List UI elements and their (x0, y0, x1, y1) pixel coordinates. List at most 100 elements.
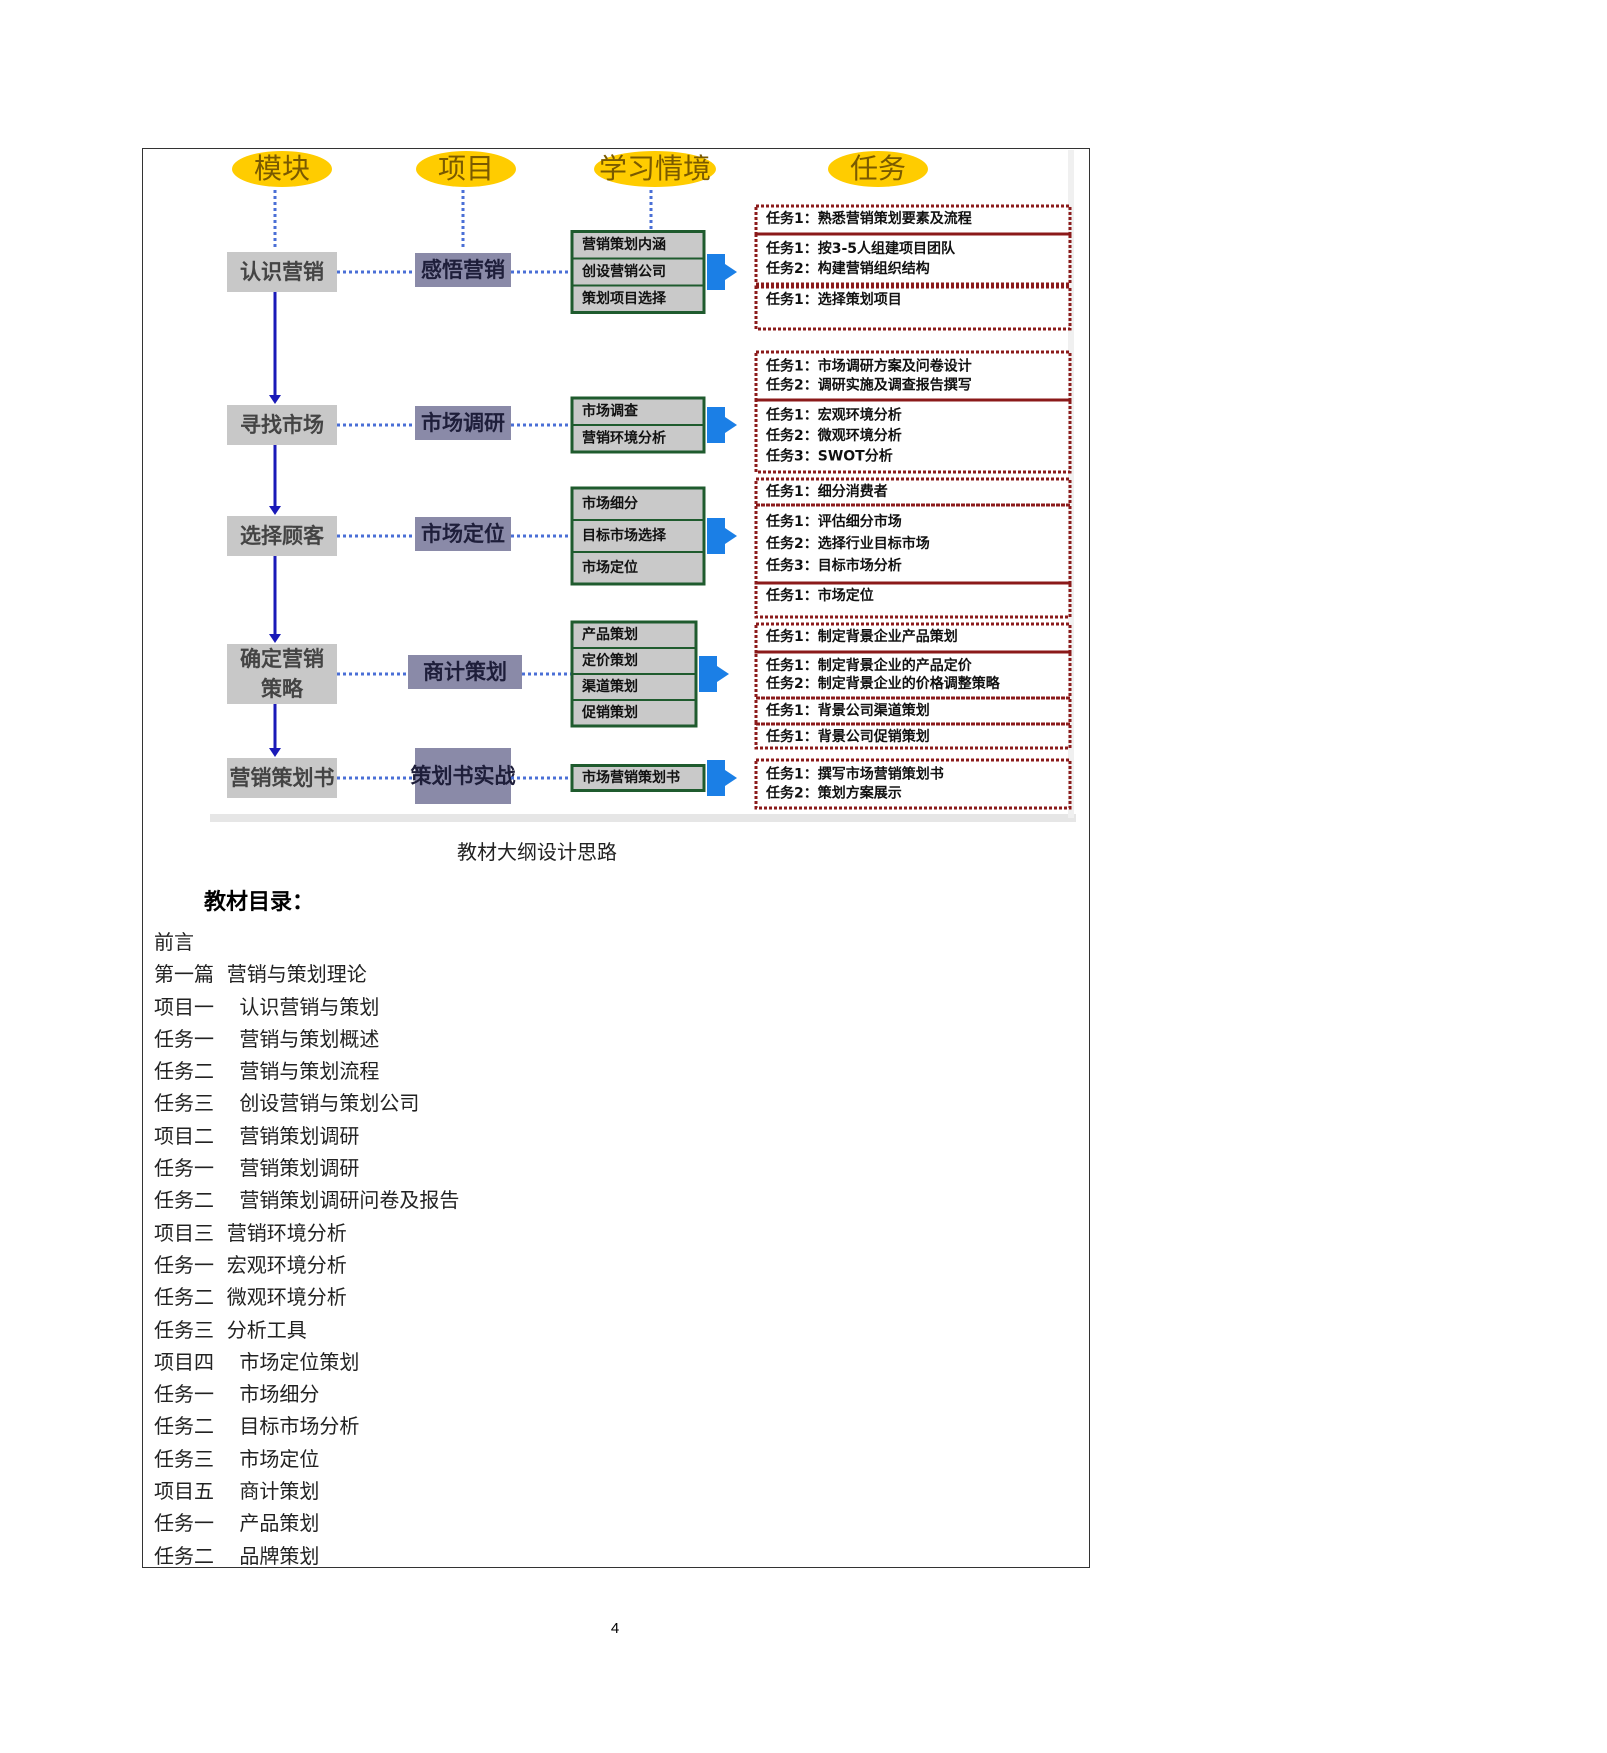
module-label: 策略 (261, 677, 304, 701)
toc-item: 任务二 营销与策划流程 (154, 1059, 380, 1084)
module-box (227, 644, 337, 704)
project-box (415, 406, 511, 440)
project-box (415, 253, 511, 287)
arrow-shape (707, 518, 737, 554)
toc-item: 项目三 营销环境分析 (154, 1220, 347, 1245)
table-of-contents: 前言第一篇 营销与策划理论项目一 认识营销与策划任务一 营销与策划概述任务二 营… (154, 926, 459, 1572)
situation-label: 市场调查 (582, 403, 639, 420)
task-label: 任务1：评估细分市场 (765, 513, 902, 530)
task-group-box (754, 204, 1072, 236)
task-group-box (754, 581, 1072, 619)
module-box (227, 758, 337, 798)
arrow-shape (707, 407, 737, 443)
project-label: 市场调研 (421, 411, 505, 435)
toc-item: 第一篇 营销与策划理论 (154, 962, 367, 987)
toc-item: 任务三 市场定位 (154, 1446, 320, 1471)
arrow-shape (707, 254, 737, 290)
task-label: 任务2：制定背景企业的价格调整策略 (765, 675, 1001, 692)
situation-stack (570, 486, 706, 586)
header-label: 学习情境 (599, 152, 711, 185)
toc-item: 任务一 营销与策划概述 (154, 1026, 380, 1051)
task-label: 任务3：目标市场分析 (765, 557, 902, 574)
situation-stack (570, 764, 706, 792)
task-group-box (754, 285, 1072, 331)
header-label: 项目 (438, 152, 494, 185)
project-label: 策划书实战 (411, 764, 516, 788)
situation-label: 营销环境分析 (582, 430, 666, 447)
task-label: 任务1：市场定位 (765, 587, 874, 604)
toc-item: 项目一 认识营销与策划 (154, 994, 380, 1019)
situation-label: 市场营销策划书 (582, 769, 680, 786)
task-label: 任务2：微观环境分析 (765, 427, 902, 444)
flow-arrowhead (269, 748, 281, 757)
task-label: 任务1：背景公司渠道策划 (765, 702, 930, 719)
project-box (415, 748, 511, 804)
header-oval (232, 151, 332, 187)
header-oval (416, 151, 516, 187)
header-label: 任务 (850, 152, 906, 185)
toc-heading: 教材目录： (204, 890, 315, 915)
project-label: 感悟营销 (421, 258, 505, 282)
diagram-right-strip (1068, 150, 1074, 818)
module-box (227, 516, 337, 556)
project-label: 商计策划 (423, 660, 507, 684)
task-label: 任务1：撰写市场营销策划书 (765, 766, 944, 783)
module-box (227, 252, 337, 292)
flow-arrowhead (269, 634, 281, 643)
toc-item: 项目二 营销策划调研 (154, 1123, 360, 1148)
task-group-box (754, 398, 1072, 474)
toc-item: 任务二 微观环境分析 (154, 1285, 347, 1310)
module-label: 选择顾客 (240, 524, 325, 548)
toc-item: 任务二 营销策划调研问卷及报告 (154, 1188, 460, 1213)
task-label: 任务1：按3-5人组建项目团队 (765, 240, 956, 257)
toc-item: 前言 (154, 930, 194, 954)
situation-label: 渠道策划 (581, 678, 638, 695)
module-label: 寻找市场 (240, 413, 324, 437)
task-label: 任务1：制定背景企业产品策划 (765, 628, 958, 645)
task-group-box (754, 722, 1072, 750)
diagram-caption: 教材大纲设计思路 (457, 840, 617, 864)
task-label: 任务3：SWOT分析 (765, 448, 893, 465)
toc-item: 任务三 分析工具 (154, 1317, 307, 1342)
situation-label: 策划项目选择 (581, 290, 667, 307)
situation-label: 创设营销公司 (581, 263, 666, 280)
situation-label: 市场定位 (582, 559, 638, 576)
header-oval (828, 151, 928, 187)
header-oval (594, 151, 716, 187)
task-label: 任务2：构建营销组织结构 (765, 260, 930, 277)
toc-item: 任务二 品牌策划 (154, 1543, 320, 1568)
outline-diagram: 模块项目学习情境任务认识营销感悟营销营销策划内涵创设营销公司策划项目选择任务1：… (210, 150, 1076, 822)
module-label: 营销策划书 (230, 766, 335, 790)
situation-label: 定价策划 (582, 652, 638, 669)
flow-arrowhead (269, 506, 281, 515)
toc-item: 项目四 市场定位策划 (154, 1349, 360, 1374)
module-label: 认识营销 (240, 260, 324, 284)
situation-label: 产品策划 (582, 626, 638, 643)
toc-item: 任务三 创设营销与策划公司 (154, 1091, 420, 1116)
task-label: 任务1：细分消费者 (765, 483, 888, 500)
situation-label: 目标市场选择 (582, 527, 667, 544)
toc-item: 任务一 市场细分 (154, 1382, 320, 1407)
module-box (227, 405, 337, 445)
module-label: 确定营销 (240, 647, 324, 671)
task-label: 任务2：选择行业目标市场 (765, 535, 930, 552)
task-label: 任务1：宏观环境分析 (765, 406, 902, 423)
diagram-bottom-strip (210, 814, 1076, 822)
toc-item: 任务二 目标市场分析 (154, 1414, 360, 1439)
project-label: 市场定位 (421, 522, 505, 546)
task-group-box (754, 503, 1072, 585)
situation-label: 营销策划内涵 (582, 236, 666, 253)
task-group-box (754, 232, 1072, 286)
task-label: 任务2：策划方案展示 (765, 785, 902, 802)
task-label: 任务1：背景公司促销策划 (765, 728, 930, 745)
flow-arrowhead (269, 395, 281, 404)
toc-item: 项目五 商计策划 (154, 1479, 320, 1504)
toc-item: 任务一 宏观环境分析 (154, 1252, 347, 1277)
project-box (408, 655, 522, 689)
task-group-box (754, 622, 1072, 654)
task-label: 任务1：制定背景企业的产品定价 (765, 657, 973, 674)
content-frame (142, 148, 1090, 1568)
header-label: 模块 (254, 152, 310, 185)
arrow-shape (699, 656, 729, 692)
task-label: 任务1：市场调研方案及问卷设计 (765, 358, 972, 375)
